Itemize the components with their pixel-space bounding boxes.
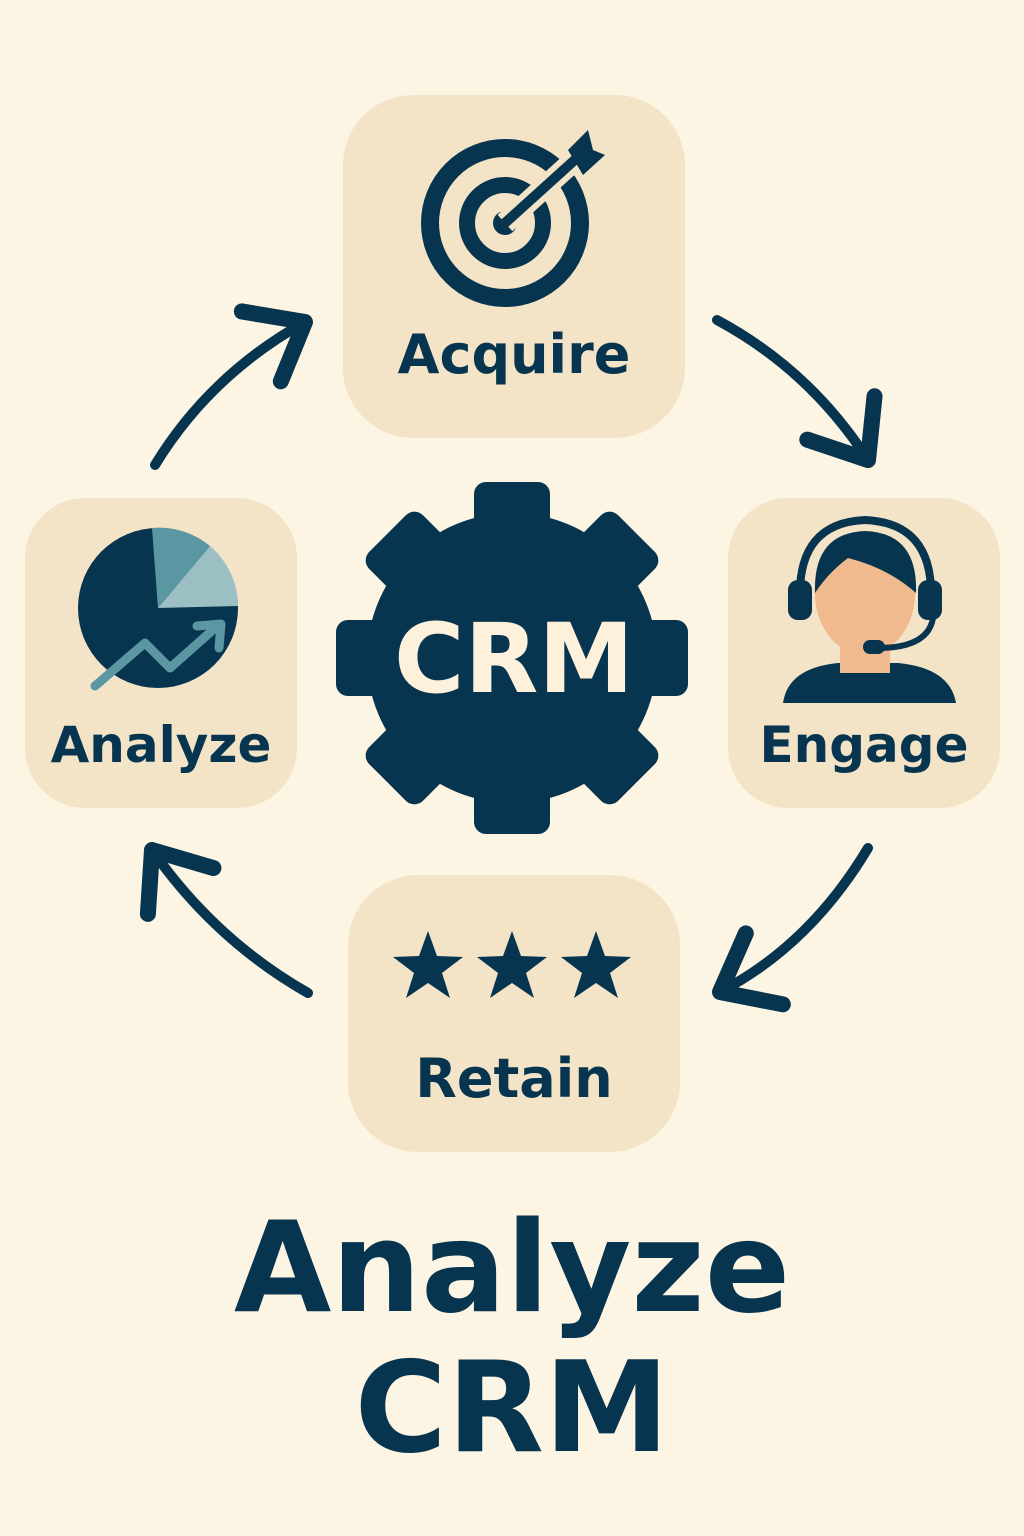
stage-retain: Retain	[348, 875, 680, 1152]
stage-engage-label: Engage	[759, 716, 969, 774]
arrow-retain-to-analyze	[139, 842, 313, 998]
star-icon	[393, 931, 463, 998]
stage-retain-label: Retain	[415, 1047, 613, 1110]
stage-engage: Engage	[728, 498, 1000, 808]
stage-analyze: Analyze	[25, 498, 297, 808]
arrow-acquire-to-engage	[712, 315, 883, 468]
arrow-analyze-to-acquire	[150, 303, 313, 470]
three-stars-icon	[393, 931, 631, 998]
arrow-engage-to-retain	[712, 843, 873, 1013]
page-title-line2: CRM	[354, 1334, 670, 1481]
stage-analyze-label: Analyze	[50, 716, 272, 774]
target-arrow-icon	[421, 130, 605, 307]
star-icon	[477, 931, 547, 998]
stage-acquire-label: Acquire	[397, 323, 631, 386]
stage-acquire: Acquire	[343, 95, 685, 438]
page-title-line1: Analyze	[233, 1194, 791, 1341]
pie-chart-trend-icon	[78, 527, 238, 691]
star-icon	[561, 931, 631, 998]
headset-agent-icon	[783, 515, 956, 703]
